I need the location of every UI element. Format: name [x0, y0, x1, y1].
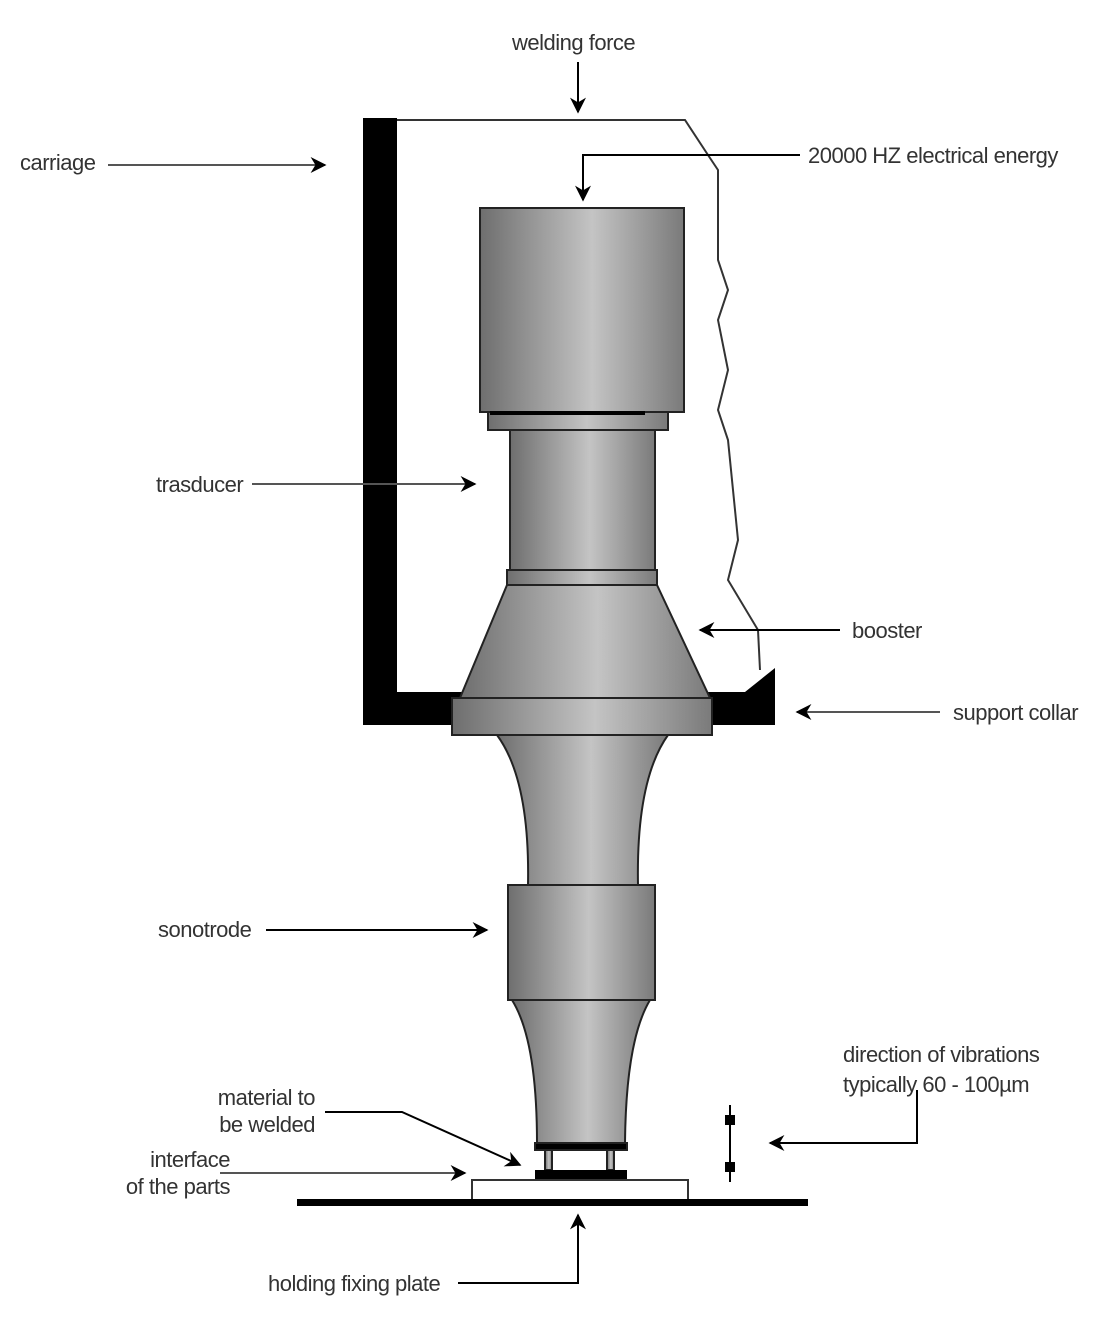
label-booster: booster — [852, 618, 922, 643]
support-collar — [451, 697, 713, 736]
label-carriage: carriage — [20, 150, 96, 175]
sonotrode — [495, 734, 670, 1171]
power-cable — [397, 119, 761, 671]
transducer — [479, 207, 685, 571]
label-vibrations-1: direction of vibrations — [843, 1042, 1040, 1067]
label-transducer: trasducer — [156, 472, 243, 497]
label-interface-1: interface — [150, 1147, 230, 1172]
booster — [451, 569, 713, 736]
label-sonotrode: sonotrode — [158, 917, 252, 942]
leader-arrows — [108, 62, 940, 1284]
label-welding-force: welding force — [511, 30, 635, 55]
holding-fixture — [471, 1179, 689, 1201]
label-electrical-energy: 20000 HZ electrical energy — [808, 143, 1058, 168]
label-material-1: material to — [218, 1085, 315, 1110]
label-holding-plate: holding fixing plate — [268, 1271, 441, 1296]
material-to-weld — [535, 1170, 627, 1180]
holding-fixing-plate — [297, 1199, 808, 1206]
label-material-2: be welded — [219, 1112, 315, 1137]
label-vibrations-2: typically 60 - 100µm — [843, 1072, 1029, 1097]
vibration-indicator — [725, 1105, 735, 1182]
label-support-collar: support collar — [953, 700, 1078, 725]
label-interface-2: of the parts — [126, 1174, 231, 1199]
